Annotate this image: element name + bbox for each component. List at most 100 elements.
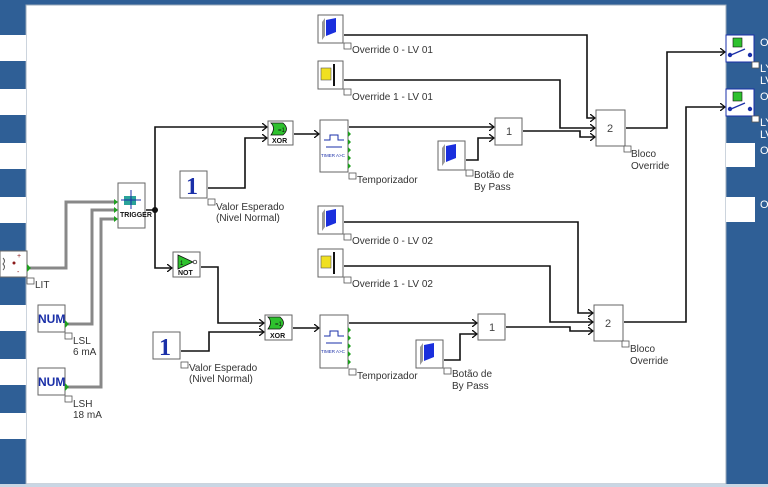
timer-block-1[interactable]: TIMER A>C Temporizador [319, 119, 418, 186]
wire-override2-lv02[interactable] [624, 107, 725, 323]
override-1-lv02-button[interactable]: Override 1 - LV 02 [317, 248, 433, 290]
output-port[interactable] [65, 383, 69, 391]
timer-icon [324, 134, 344, 148]
io-slot[interactable] [0, 197, 26, 223]
override-block-1[interactable]: 2 Bloco Override [595, 109, 670, 172]
valve-output-lv02[interactable] [725, 88, 760, 123]
switch-icon [727, 37, 753, 58]
wire-bypass1-gate1[interactable] [466, 138, 494, 161]
bypass-button-2[interactable]: Botão de By Pass [415, 339, 492, 392]
io-slot[interactable] [0, 359, 26, 385]
trigger-block[interactable]: TRIGGER [114, 182, 152, 229]
input-ports[interactable] [114, 199, 118, 222]
timer-text: TIMER A>C [321, 153, 346, 158]
num-text: NUM [38, 375, 65, 389]
io-slot[interactable] [726, 143, 755, 167]
override-0-lv02-button[interactable]: Override 0 - LV 02 [317, 205, 433, 247]
wire-ovr1-lv01[interactable] [344, 79, 595, 128]
lsl-label: LSL [73, 336, 91, 347]
const-label: (Nivel Normal) [216, 213, 280, 224]
bypass-button-1[interactable]: Botão de By Pass [437, 140, 514, 193]
expected-value-block-2[interactable]: 1 Valor Esperado (Nivel Normal) [152, 331, 258, 385]
output-ports[interactable] [348, 327, 351, 365]
pushbutton-blue-icon [442, 144, 445, 166]
lit-block[interactable]: + - LIT [0, 250, 49, 291]
timer-label: Temporizador [357, 371, 418, 382]
gate-block-2[interactable]: 1 [477, 313, 506, 341]
xor-text: XOR [270, 333, 285, 340]
not-block[interactable]: 1 NOT [172, 251, 201, 278]
wire-trigger-xor1[interactable] [146, 127, 267, 211]
tag-box [64, 332, 73, 340]
constant-value: 1 [186, 174, 198, 200]
gate-text: 1 [506, 126, 512, 138]
override-block-label: Override [630, 356, 669, 367]
wire-override1-lv01[interactable] [626, 52, 725, 129]
bottom-border [0, 484, 768, 487]
override-block-text: 2 [607, 123, 613, 135]
bypass-label: By Pass [474, 182, 511, 193]
xor-block-2[interactable]: =1 XOR [264, 314, 293, 341]
valve-output-lv01[interactable] [725, 34, 760, 69]
wire-bypass2-gate1b[interactable] [444, 334, 477, 361]
wire-const2-xor2[interactable] [181, 332, 264, 352]
gate-block-1[interactable]: 1 [494, 117, 523, 146]
io-slot[interactable] [726, 197, 755, 222]
tag-box [343, 233, 352, 241]
tag-box [621, 340, 630, 348]
wire-gate1-override1[interactable] [523, 130, 595, 137]
num-text: NUM [38, 312, 65, 326]
lsl-value: 6 mA [73, 347, 97, 358]
switch-icon [727, 91, 753, 112]
override-block-label: Bloco [630, 344, 655, 355]
override-0-lv01-button[interactable]: Override 0 - LV 01 [317, 14, 433, 56]
wire-ovr0-lv02[interactable] [344, 221, 593, 313]
timer-block-2[interactable]: TIMER A>C Temporizador [319, 314, 418, 382]
const-label: Valor Esperado [189, 363, 258, 374]
xor-block-1[interactable]: =1 XOR [267, 120, 294, 146]
wire-trigger-not[interactable] [154, 210, 172, 268]
const-label: (Nivel Normal) [189, 374, 253, 385]
tag-box [26, 277, 35, 285]
lsh-block[interactable]: NUM LSH 18 mA [37, 367, 102, 421]
output-port[interactable] [65, 320, 69, 328]
bypass-label: Botão de [452, 369, 492, 380]
xor-inner: =1 [278, 128, 286, 134]
output-label: O [760, 91, 768, 103]
override-block-2[interactable]: 2 Bloco Override [593, 304, 669, 367]
wire-gate1b-override2[interactable] [506, 326, 593, 331]
tag-box [623, 145, 632, 153]
tag-box [465, 169, 474, 177]
io-slot[interactable] [0, 89, 26, 115]
wire-lsh-trigger[interactable] [68, 217, 114, 389]
output-tag: LY [760, 63, 768, 75]
io-slot[interactable] [0, 413, 26, 439]
svg-text:+: + [17, 253, 21, 260]
canvas-area[interactable] [25, 4, 727, 485]
tag-box [443, 367, 452, 375]
override-1-lv01-button[interactable]: Override 1 - LV 01 [317, 60, 433, 103]
override-block-label: Override [631, 161, 670, 172]
wire-ovr0-lv01[interactable] [344, 34, 595, 118]
io-slot[interactable] [0, 305, 26, 331]
xor-inner: =1 [275, 322, 283, 328]
override-label: Override 0 - LV 01 [352, 45, 433, 56]
tag-box [343, 42, 352, 50]
wire-lsl-trigger[interactable] [68, 208, 114, 326]
wire-not-xor2[interactable] [201, 266, 264, 323]
output-ports[interactable] [348, 131, 351, 169]
wire-const1-xor1[interactable] [208, 138, 267, 189]
pushbutton-blue-icon [420, 343, 423, 365]
io-slot[interactable] [0, 35, 26, 61]
wire-lit-trigger[interactable] [30, 200, 114, 270]
wire-ovr1-lv02[interactable] [344, 265, 593, 322]
right-io-strip: O LY LV O LY LV O O [726, 37, 768, 222]
pushbutton-blue-icon [322, 209, 325, 231]
expected-value-block-1[interactable]: 1 Valor Esperado (Nivel Normal) [179, 170, 285, 224]
timer-icon [324, 330, 344, 344]
tag-box [343, 88, 352, 96]
analog-wires [30, 200, 114, 389]
lsl-block[interactable]: NUM LSL 6 mA [37, 304, 97, 358]
output-port[interactable] [27, 264, 31, 272]
io-slot[interactable] [0, 143, 26, 169]
